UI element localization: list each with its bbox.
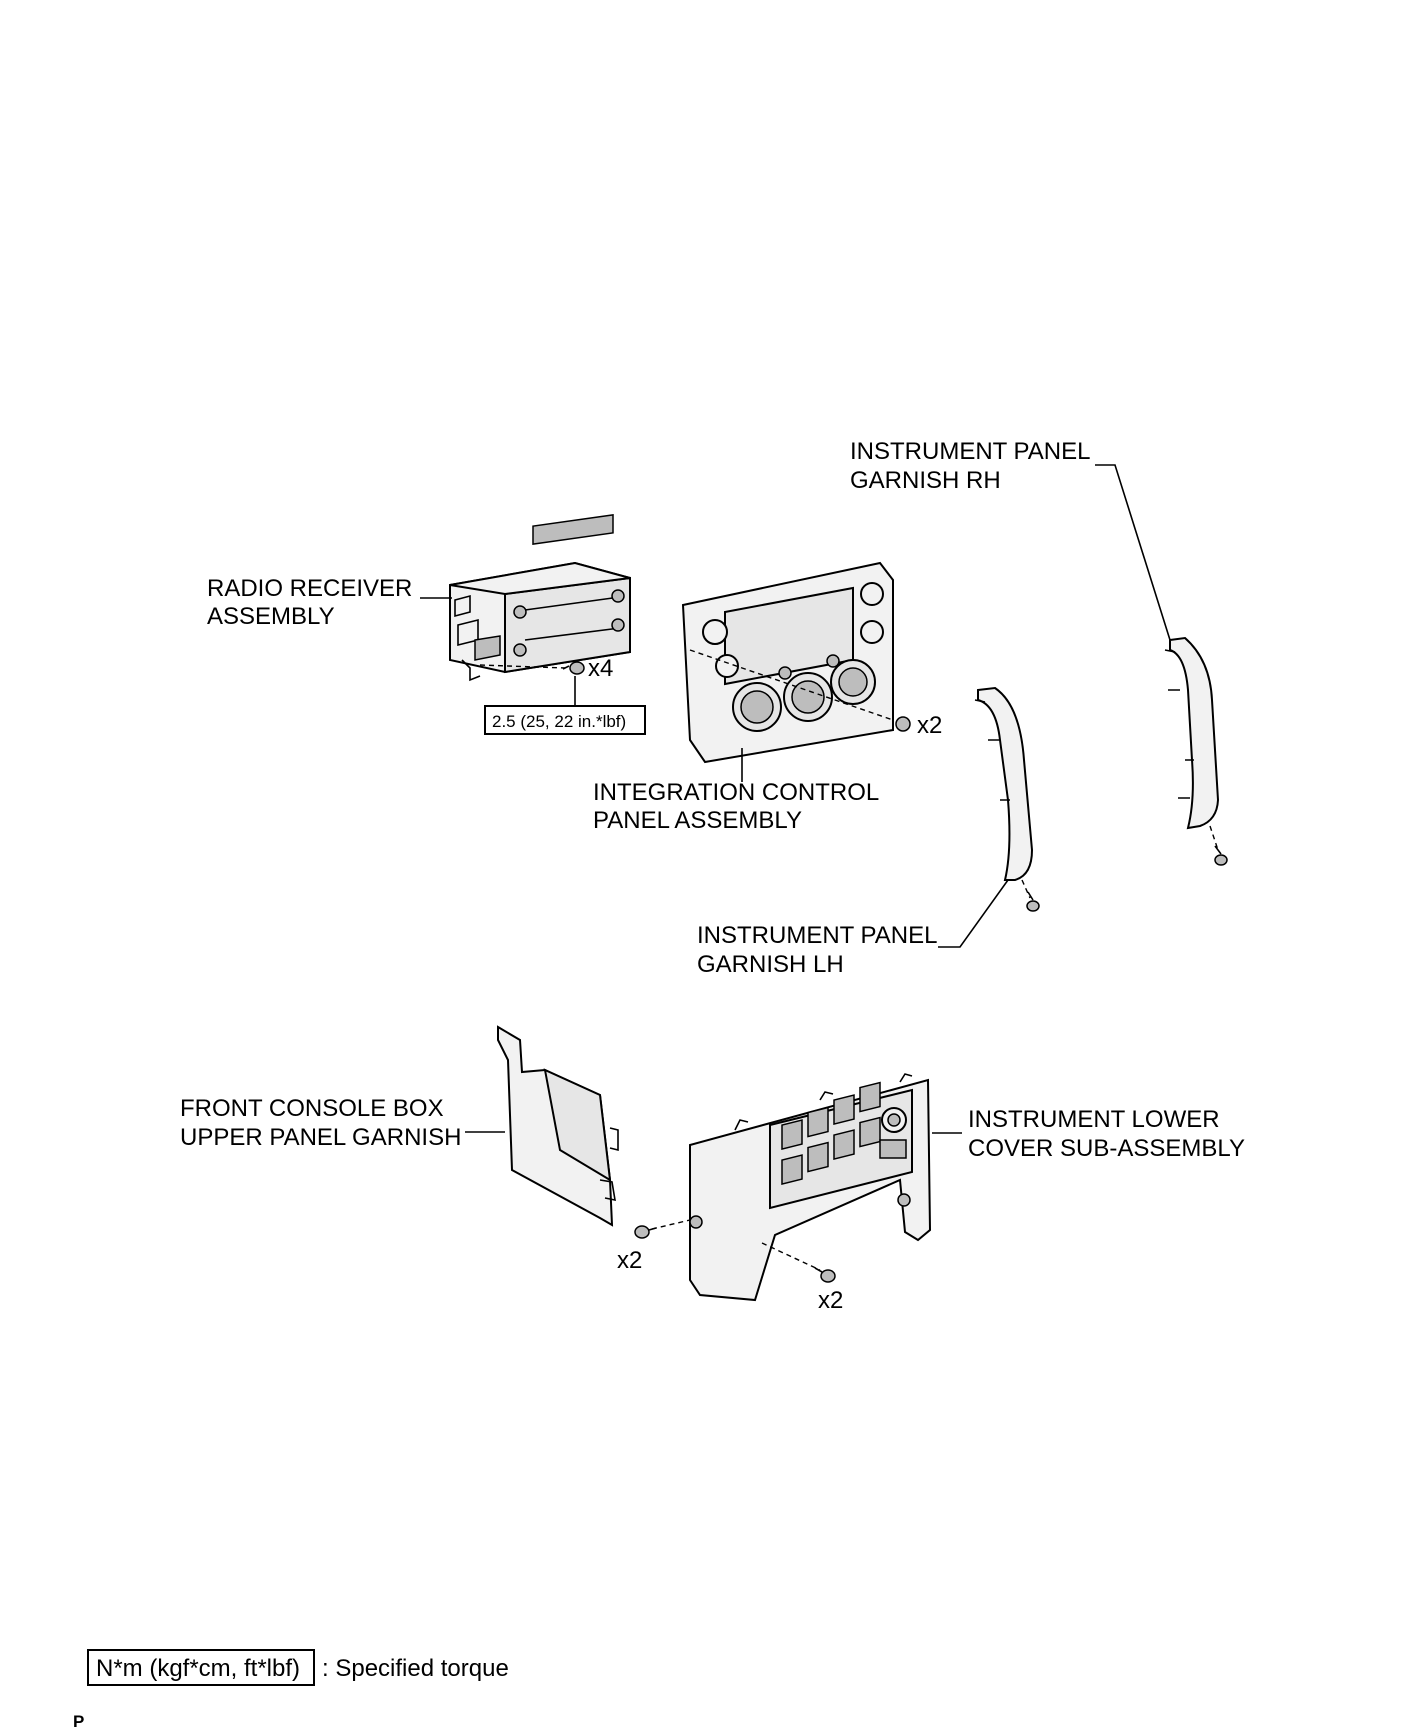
garnish-lh-label-line2: GARNISH LH	[697, 951, 844, 978]
legend-description: : Specified torque	[322, 1655, 509, 1682]
lower-cover-label-line2: COVER SUB-ASSEMBLY	[968, 1135, 1245, 1162]
legend-unit-box	[87, 1649, 315, 1686]
radio-receiver-drawing	[449, 513, 631, 682]
radio-screw-icon	[562, 661, 585, 675]
lower-cover-drawing	[689, 1073, 932, 1302]
console-box-label-line1: FRONT CONSOLE BOX	[180, 1095, 444, 1122]
lower-left-screw-icon	[634, 1225, 657, 1239]
legend-unit-text: N*m (kgf*cm, ft*lbf)	[96, 1655, 300, 1682]
radio-screws-qty: x4	[588, 655, 613, 682]
garnish-rh-drawing	[1164, 636, 1220, 830]
garnish-rh-label-line2: GARNISH RH	[850, 467, 1001, 494]
integration-screw-icon	[895, 716, 911, 732]
lower-right-screw-icon	[814, 1267, 836, 1283]
lower-cover-label-line1: INSTRUMENT LOWER	[968, 1106, 1220, 1133]
footer-mark: P	[73, 1712, 84, 1731]
garnish-lh-label-line1: INSTRUMENT PANEL	[697, 922, 937, 949]
garnish-rh-screw-icon	[1214, 845, 1228, 866]
garnish-lh-screw-path	[1021, 879, 1031, 899]
integration-label-line2: PANEL ASSEMBLY	[593, 807, 802, 834]
garnish-rh-screw-path	[1209, 825, 1219, 851]
garnish-lh-drawing	[974, 686, 1034, 881]
garnish-lh-screw-icon	[1026, 891, 1040, 912]
garnish-rh-leader	[1095, 464, 1171, 641]
lower-right-screw-path	[761, 1242, 821, 1271]
lower-left-screws-qty: x2	[617, 1247, 642, 1274]
torque-box	[484, 705, 646, 735]
integration-screws-qty: x2	[917, 712, 942, 739]
torque-value: 2.5 (25, 22 in.*lbf)	[492, 712, 626, 731]
radio-label-line2: ASSEMBLY	[207, 603, 335, 630]
garnish-rh-label-line1: INSTRUMENT PANEL	[850, 438, 1090, 465]
lower-right-screws-qty: x2	[818, 1287, 843, 1314]
garnish-lh-leader	[938, 879, 1009, 948]
lower-left-screw-path	[651, 1219, 691, 1230]
radio-label-line1: RADIO RECEIVER	[207, 575, 412, 602]
console-box-label-line2: UPPER PANEL GARNISH	[180, 1124, 461, 1151]
console-box-garnish-drawing	[497, 1025, 619, 1227]
integration-label-line1: INTEGRATION CONTROL	[593, 779, 879, 806]
integration-control-panel-drawing	[681, 561, 894, 764]
